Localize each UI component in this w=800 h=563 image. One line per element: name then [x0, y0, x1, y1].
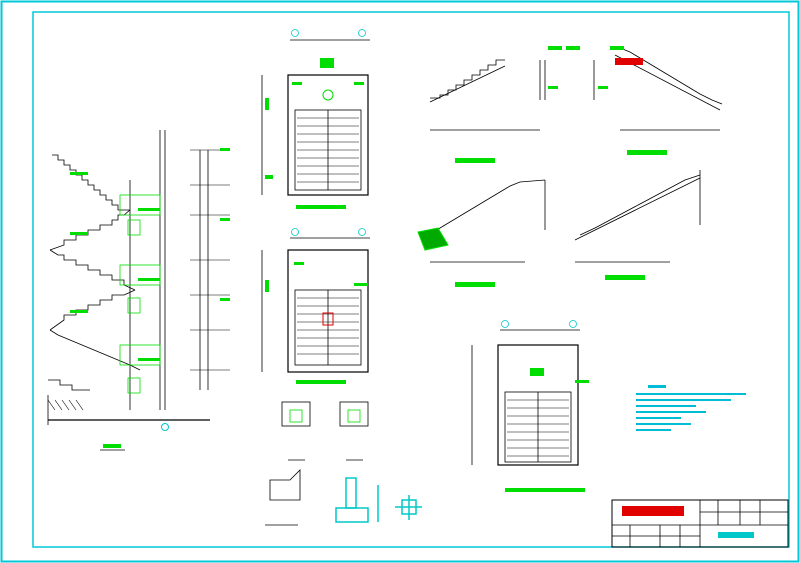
foundation-details: [335, 477, 422, 523]
stair-plan-3: [471, 320, 580, 466]
title-block: [611, 499, 789, 548]
inner-frame: [32, 11, 790, 548]
company-name-block: [622, 506, 684, 516]
flight-5: [49, 329, 141, 371]
flight-4: [49, 289, 136, 331]
flight-section-tb4: [574, 170, 701, 263]
flight-3: [49, 249, 136, 291]
flight-2: [49, 209, 131, 251]
design-notes: [636, 385, 746, 431]
drawing-number-block: [718, 532, 754, 538]
stair-section-elevation: [47, 130, 230, 425]
axis-bubble: [161, 423, 169, 431]
stair-plan-2: [261, 228, 370, 373]
beam-details: [265, 401, 369, 526]
tb3-landing-hatch: [417, 227, 449, 251]
flight-section-tb3: [430, 179, 546, 263]
tb3-title: [455, 282, 495, 287]
tb1-title: [455, 158, 495, 163]
section-title-text: [103, 444, 121, 448]
bottom-flight: [48, 379, 90, 391]
flight-1: [52, 154, 130, 211]
plan-1-green-labels: [265, 58, 364, 209]
stair-plan-1: [261, 29, 370, 196]
tb4-title: [605, 275, 645, 280]
flight-section-tb1: [429, 59, 595, 131]
section-green-notes: [70, 148, 230, 361]
plan-2-green-labels: [265, 262, 368, 384]
tb2-title: [627, 150, 667, 155]
